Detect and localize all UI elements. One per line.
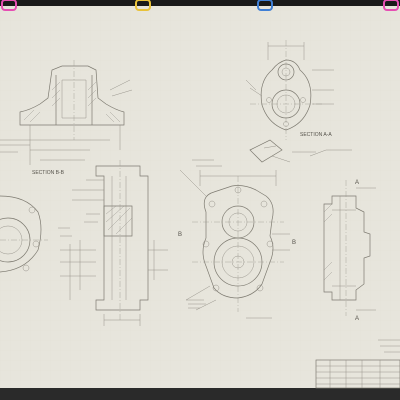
section-bb-view (0, 60, 133, 165)
center-section-view (60, 160, 168, 326)
paper-shadow-bottom (0, 388, 400, 400)
section-marker-b-right: B (292, 240, 296, 246)
center-front-view (179, 169, 290, 319)
section-bb-caption: SECTION B-B (32, 170, 65, 176)
binder-clip-pink-2 (383, 0, 399, 11)
binder-clip-blue (257, 0, 273, 11)
title-block (315, 339, 400, 389)
section-aa-caption: SECTION A-A (300, 132, 332, 138)
paper-grid (0, 6, 400, 392)
annotation-notes (58, 159, 222, 309)
left-front-view (0, 195, 48, 273)
binder-clip-pink (1, 0, 17, 11)
section-marker-a-bottom: A (355, 316, 359, 322)
section-marker-a-top: A (355, 180, 359, 186)
binder-clip-yellow (135, 0, 151, 11)
section-marker-b-left: B (178, 232, 182, 238)
section-aa-view (245, 40, 334, 140)
detail-sketch (249, 139, 352, 163)
right-side-view (323, 180, 376, 316)
